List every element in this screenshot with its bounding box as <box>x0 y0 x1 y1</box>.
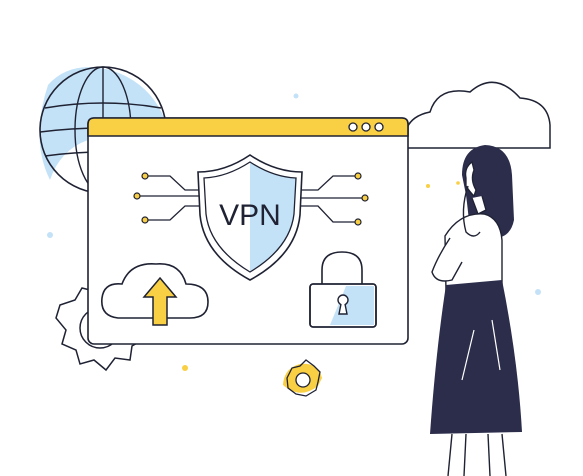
window-controls <box>348 122 384 132</box>
circuit-lines <box>140 175 362 223</box>
small-gear-icon <box>283 359 322 397</box>
cloud-icon <box>403 81 551 151</box>
woman-figure <box>430 145 522 476</box>
upload-cloud-icon <box>101 263 209 326</box>
decorative-dots <box>47 93 541 371</box>
padlock-icon <box>309 251 377 328</box>
shield-icon: VPN <box>197 154 303 281</box>
vpn-label: VPN <box>219 199 281 232</box>
circuit-nodes <box>133 172 369 226</box>
